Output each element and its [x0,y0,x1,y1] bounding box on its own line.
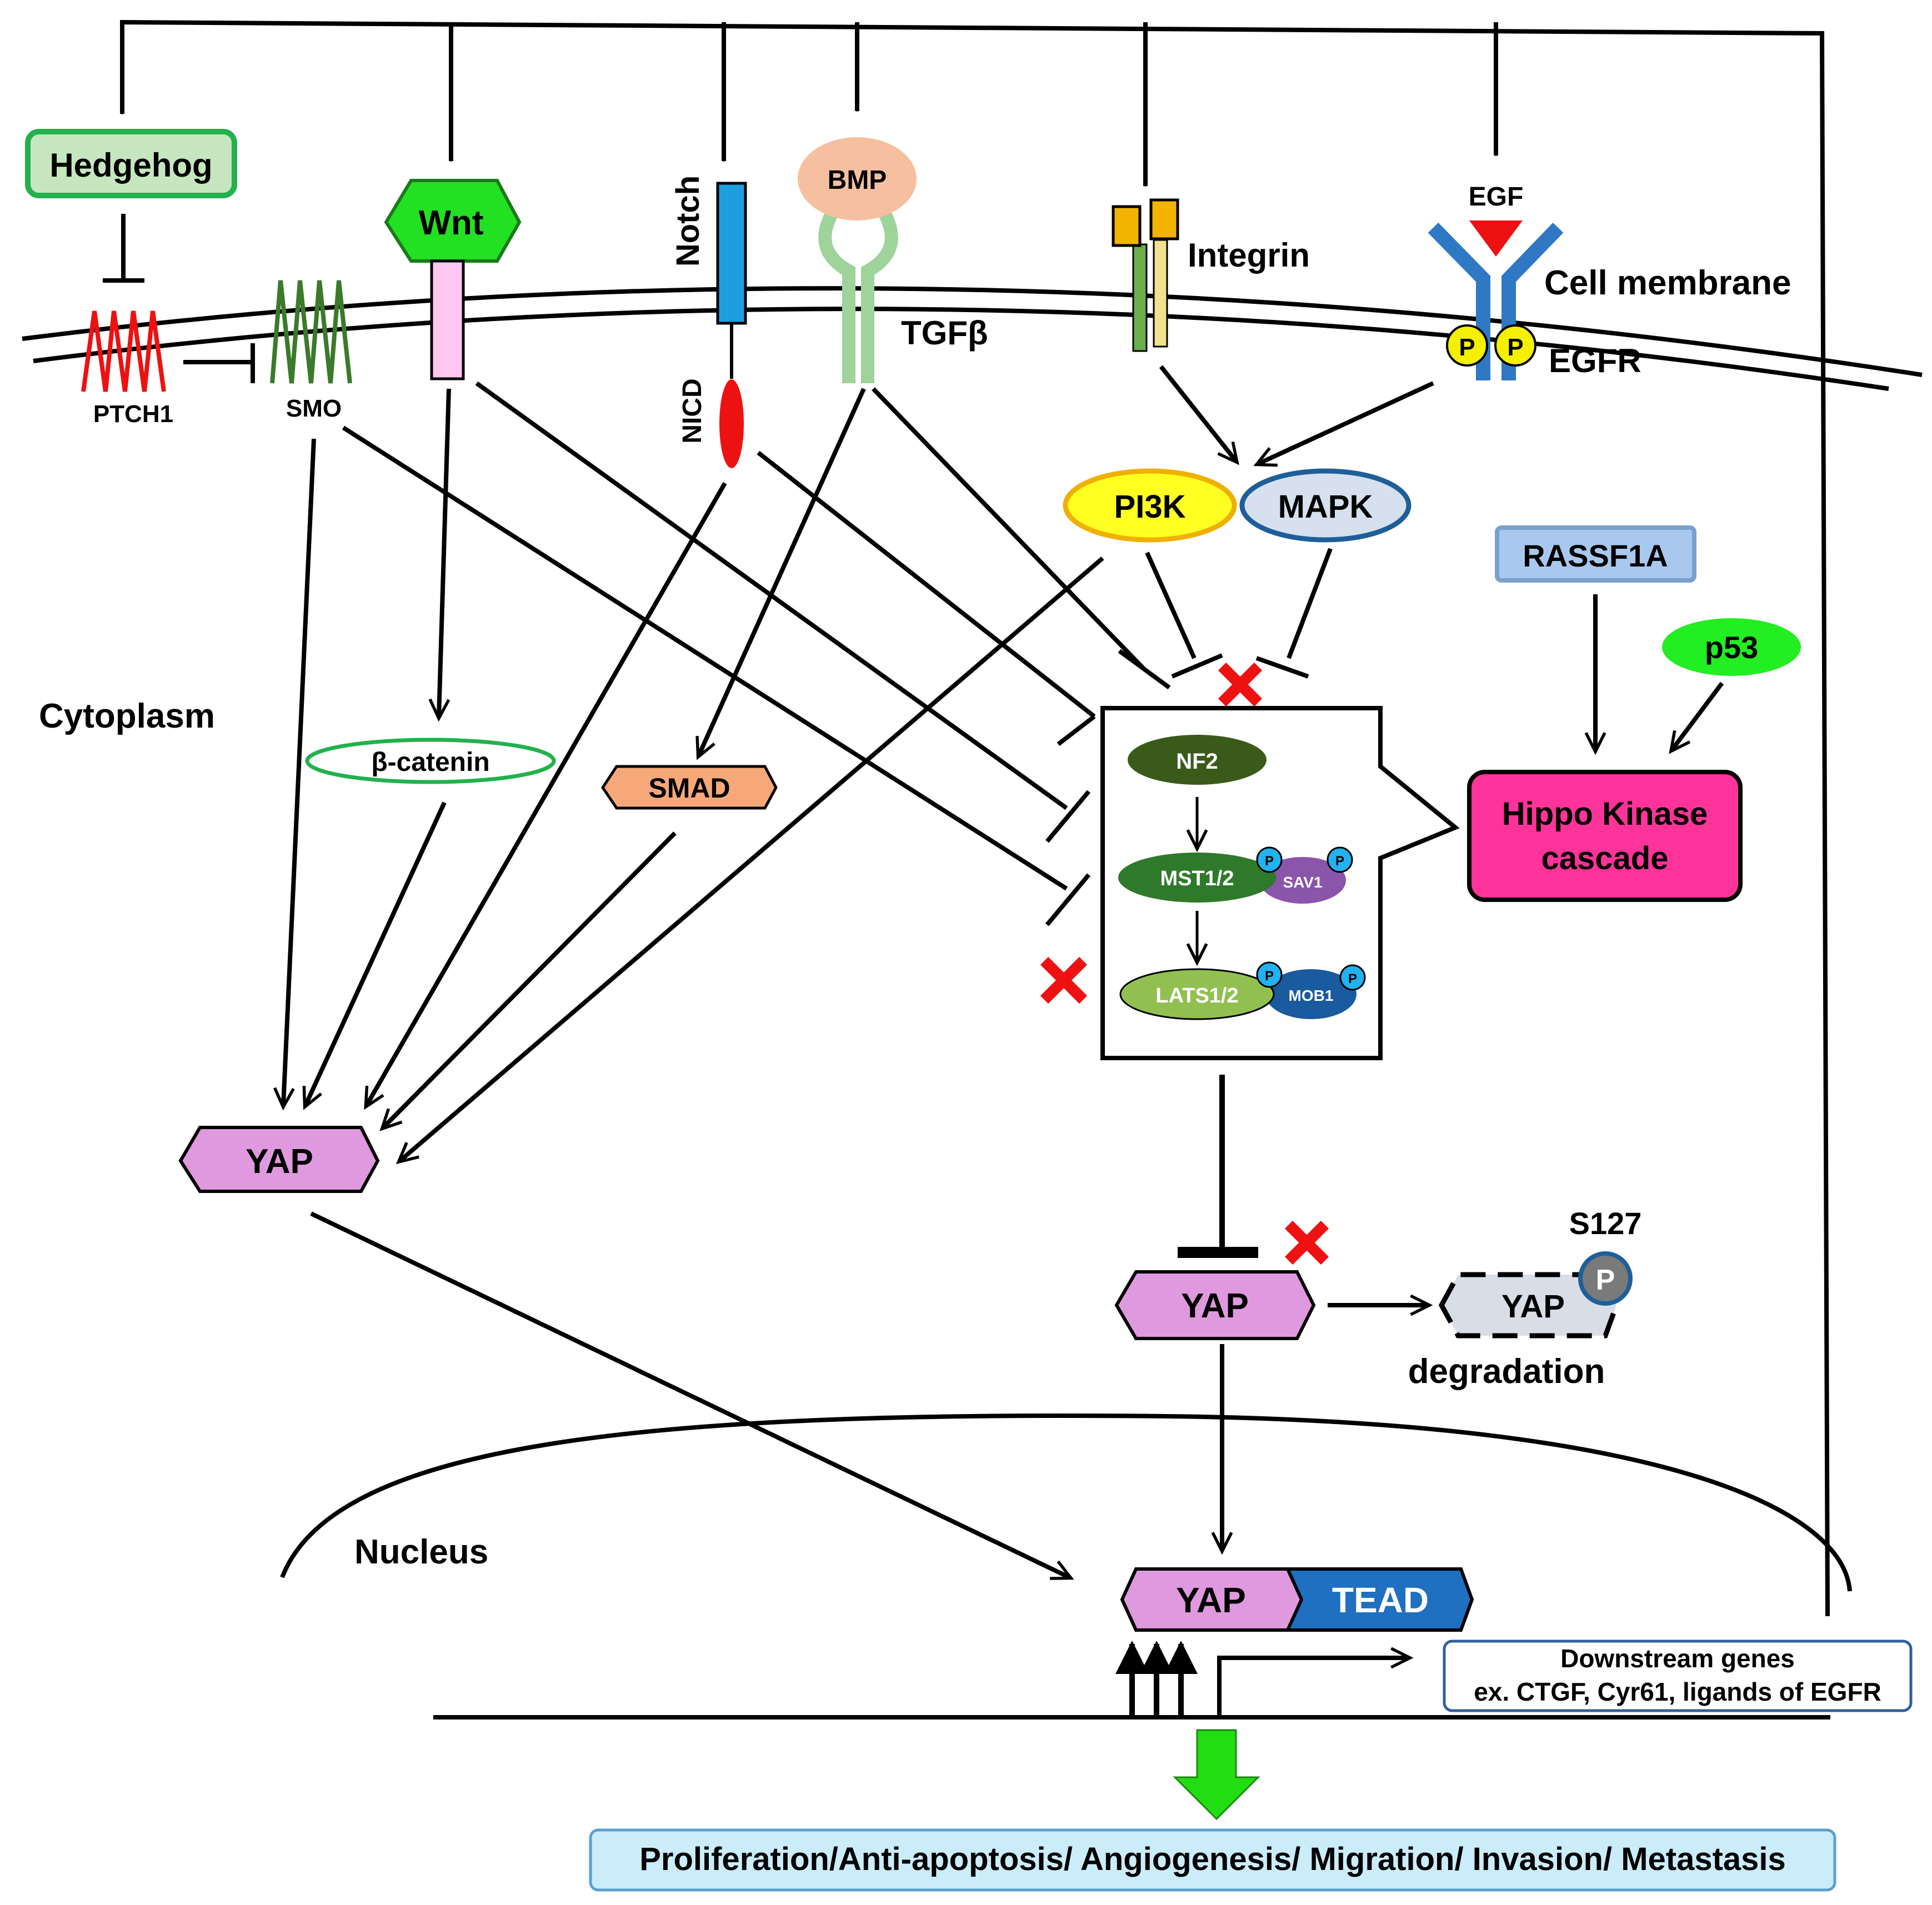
yap-phospho-node: YAP [1114,1270,1316,1340]
pi3k-label: PI3K [1114,489,1186,525]
outcome-label: Proliferation/Anti-apoptosis/ Angiogenes… [639,1841,1786,1877]
egfr-phospho-left-label: P [1459,334,1475,361]
wnt-node: Wnt [384,179,522,263]
receptor-to-kinase-arrows [1159,365,1434,467]
cell-membrane-label: Cell membrane [1544,264,1791,302]
integrin-receptor: Integrin [1112,198,1310,352]
outcome-arrow [1173,1729,1260,1821]
pi3k-node: PI3K [1063,468,1237,543]
sav1-label: SAV1 [1283,874,1322,891]
bmp-label: BMP [828,166,887,195]
smo-receptor: SMO [270,280,352,422]
tgfb-receptor: TGFβ [818,208,988,383]
smo-label: SMO [286,395,342,422]
downstream-genes-box: Downstream genes ex. CTGF, Cyr61, ligand… [1443,1640,1913,1712]
ptch1-receptor: PTCH1 [81,310,173,428]
yap-nuclear-label: YAP [1176,1580,1246,1620]
bmp-node: BMP [798,137,917,220]
egf-ligand [1469,220,1523,257]
notch-label: Notch [670,176,706,267]
mob1-phospho-label: P [1348,971,1357,986]
mst-phospho-label: P [1265,854,1274,869]
yap-cytoplasmic-node: YAP [178,1126,380,1193]
hedgehog-ptch1-inhibition [103,214,144,283]
yap-degraded-label: YAP [1501,1289,1565,1325]
mst-label: MST1/2 [1160,867,1234,890]
hippo-activator-arrows [1584,594,1724,755]
tgfb-label: TGFβ [901,314,988,352]
hippo-kinase-node: Hippo Kinase cascade [1467,770,1743,902]
smad-node: SMAD [600,765,778,810]
nicd-node: NICD [678,378,744,468]
nf2-node: NF2 [1128,735,1267,785]
nucleus-label: Nucleus [354,1533,488,1571]
s127-phospho-letter: P [1596,1264,1615,1296]
red-x-yap [1284,1220,1329,1265]
s127-phospho-icon [1578,1251,1633,1306]
s127-label: S127 [1569,1206,1642,1241]
mst-complex: SAV1 MST1/2 P P [1118,846,1353,904]
hippo-yap-inhibition [1178,1075,1258,1258]
yap-phospho-label: YAP [1181,1287,1249,1325]
nicd-label: NICD [678,378,707,443]
egf-label: EGF [1469,182,1524,212]
hippo-label-line1: Hippo Kinase [1502,796,1708,832]
ptch1-label: PTCH1 [93,400,173,428]
downstream-line1: Downstream genes [1560,1644,1795,1673]
lats-phospho-label: P [1265,969,1274,984]
smad-label: SMAD [648,773,730,804]
egfr-phospho-right [1494,324,1536,367]
mapk-node: MAPK [1239,468,1412,543]
egfr-phospho-left [1446,324,1488,367]
hedgehog-node: Hedgehog [25,129,237,198]
yap-cytoplasmic-label: YAP [246,1142,313,1181]
egfr-label: EGFR [1549,342,1641,379]
transcription-arrow [1217,1647,1414,1717]
red-x-top [1218,662,1263,707]
nuclear-entry-arrows [310,1211,1233,1580]
beta-catenin-node: β-catenin [305,738,556,784]
hippo-label-line2: cascade [1541,840,1669,876]
beta-catenin-label: β-catenin [371,748,489,777]
blocked-marks [1040,662,1329,1265]
wnt-receptor [430,259,465,380]
feedback-loop [119,19,1830,1617]
p53-node: p53 [1662,618,1801,676]
ptch1-smo-inhibition [183,343,255,383]
red-x-left [1040,956,1088,1004]
mob1-label: MOB1 [1289,987,1334,1004]
hedgehog-label: Hedgehog [49,147,212,184]
rassf1a-label: RASSF1A [1523,538,1668,573]
notch-receptor: Notch [670,176,747,379]
lats-label: LATS1/2 [1155,984,1238,1007]
rassf1a-node: RASSF1A [1495,525,1696,583]
egfr-receptor: EGF P P EGFR [1428,182,1641,380]
nf2-label: NF2 [1176,749,1218,774]
cytoplasm-label: Cytoplasm [39,697,215,735]
mapk-label: MAPK [1278,489,1373,525]
lats-complex: MOB1 LATS1/2 P P [1119,961,1366,1020]
hippo-cascade-box: NF2 SAV1 MST1/2 P P MOB1 LATS1/2 P P [1100,706,1460,1060]
nuclear-envelope [280,1413,1852,1592]
outcome-box: Proliferation/Anti-apoptosis/ Angiogenes… [589,1828,1836,1892]
yap-degraded-node: YAP P S127 [1438,1206,1642,1338]
sav1-phospho-label: P [1335,854,1344,869]
yap-tead-complex: TEAD YAP [1120,1567,1474,1632]
activation-arrows [273,388,1104,1165]
egfr-phospho-right-label: P [1507,334,1523,361]
tead-label: TEAD [1332,1580,1429,1620]
integrin-label: Integrin [1188,237,1310,274]
wnt-label: Wnt [418,204,483,242]
p53-label: p53 [1705,630,1759,665]
hippo-inhibition-lines [342,381,1333,926]
degradation-label: degradation [1408,1352,1605,1391]
binding-arrows [1115,1641,1198,1717]
downstream-line2: ex. CTGF, Cyr61, ligands of EGFR [1474,1677,1881,1706]
